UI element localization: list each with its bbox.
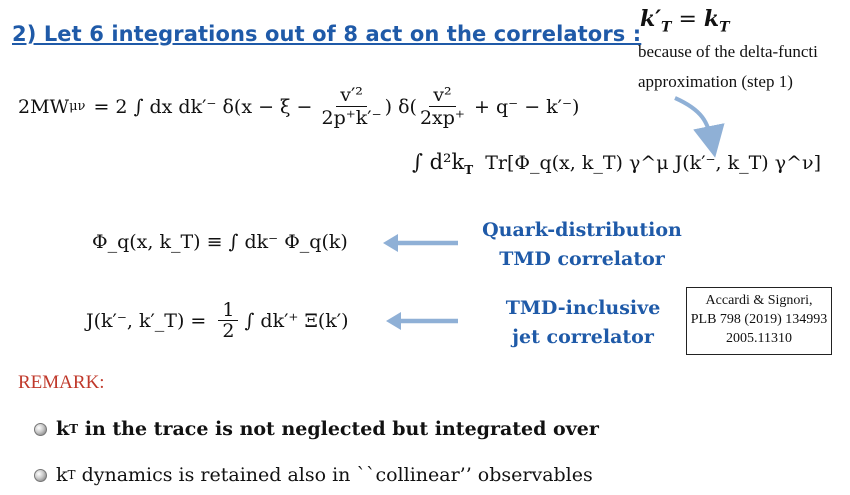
- fraction-1: v′² 2p⁺k′⁻: [322, 84, 382, 129]
- fraction-1-num: v′²: [336, 84, 367, 107]
- bullet-1-k: k: [56, 418, 70, 440]
- quark-correlator-label: Quark-distribution TMD correlator: [478, 216, 686, 274]
- fraction-2: v² 2xp⁺: [420, 84, 465, 129]
- w-sup: μν: [69, 99, 86, 114]
- kt-sub: T: [719, 19, 730, 36]
- note-line-1: because of the delta-functi: [638, 42, 818, 61]
- equals-sign: =: [671, 7, 704, 32]
- fraction-2-num: v²: [429, 84, 456, 107]
- bullet-2-text: dynamics is retained also in ``collinear…: [75, 464, 593, 486]
- j-rhs: ∫ dk′⁺ Ξ(k′): [244, 309, 349, 332]
- kt-prime-sub: T: [661, 19, 672, 36]
- tail-term: + q⁻ − k′⁻): [467, 95, 580, 118]
- bullet-icon: [34, 468, 47, 482]
- left-arrow-icon-1: [383, 234, 458, 252]
- half-fraction: 1 2: [218, 300, 239, 342]
- quark-label-line-1: Quark-distribution: [482, 219, 682, 241]
- jet-correlator-label: TMD-inclusive jet correlator: [490, 294, 676, 352]
- trace-rest: Tr[Φ_q(x, k_T) γ^μ J(k′⁻, k_T) γ^ν]: [485, 152, 821, 174]
- ref-line-1: Accardi & Signori,: [705, 293, 813, 308]
- bullet-1-text: in the trace is not neglected but integr…: [78, 418, 599, 440]
- note-line-2: approximation (step 1): [638, 72, 793, 91]
- left-arrow-icon-2: [386, 312, 458, 330]
- mid-delta: ) δ(: [384, 95, 417, 118]
- reference-box: Accardi & Signori, PLB 798 (2019) 134993…: [686, 287, 832, 355]
- phi-definition: Φ_q(x, k_T) ≡ ∫ dk⁻ Φ_q(k): [92, 231, 348, 253]
- fraction-2-den: 2xp⁺: [419, 107, 465, 129]
- quark-label-line-2: TMD correlator: [499, 248, 665, 270]
- bullet-1-sub: T: [69, 422, 79, 436]
- trace-equation: ∫ d²kT Tr[Φ_q(x, k_T) γ^μ J(k′⁻, k_T) γ^…: [412, 150, 821, 177]
- ref-line-2: PLB 798 (2019) 134993: [690, 312, 828, 327]
- j-definition: J(k′⁻, k′_T) = 1 2 ∫ dk′⁺ Ξ(k′): [86, 300, 349, 341]
- bullet-icon: [34, 422, 47, 436]
- jet-label-line-2: jet correlator: [512, 326, 654, 348]
- kt-prime-symbol: k′: [640, 6, 662, 32]
- bullet-2-k: k: [56, 464, 68, 486]
- j-lhs: J(k′⁻, k′_T) =: [86, 309, 213, 332]
- fraction-1-den: 2p⁺k′⁻: [321, 107, 382, 129]
- half-den: 2: [222, 320, 235, 342]
- jet-label-line-1: TMD-inclusive: [505, 297, 661, 319]
- kt-symbol: k: [703, 6, 720, 32]
- w-symbol: 2MW: [18, 95, 70, 118]
- half-num: 1: [218, 300, 239, 321]
- kt-equality: k′T = kT: [640, 6, 730, 35]
- ref-line-3: 2005.11310: [726, 331, 792, 346]
- trace-integral: ∫ d²k: [412, 150, 465, 174]
- remark-heading: REMARK:: [18, 372, 105, 393]
- bullet-2-sub: T: [67, 468, 76, 482]
- slide-title: 2) Let 6 integrations out of 8 act on th…: [12, 22, 642, 46]
- curved-arrow-icon: [674, 96, 725, 158]
- w-rest: = 2 ∫ dx dk′⁻ δ(x − ξ −: [87, 95, 319, 118]
